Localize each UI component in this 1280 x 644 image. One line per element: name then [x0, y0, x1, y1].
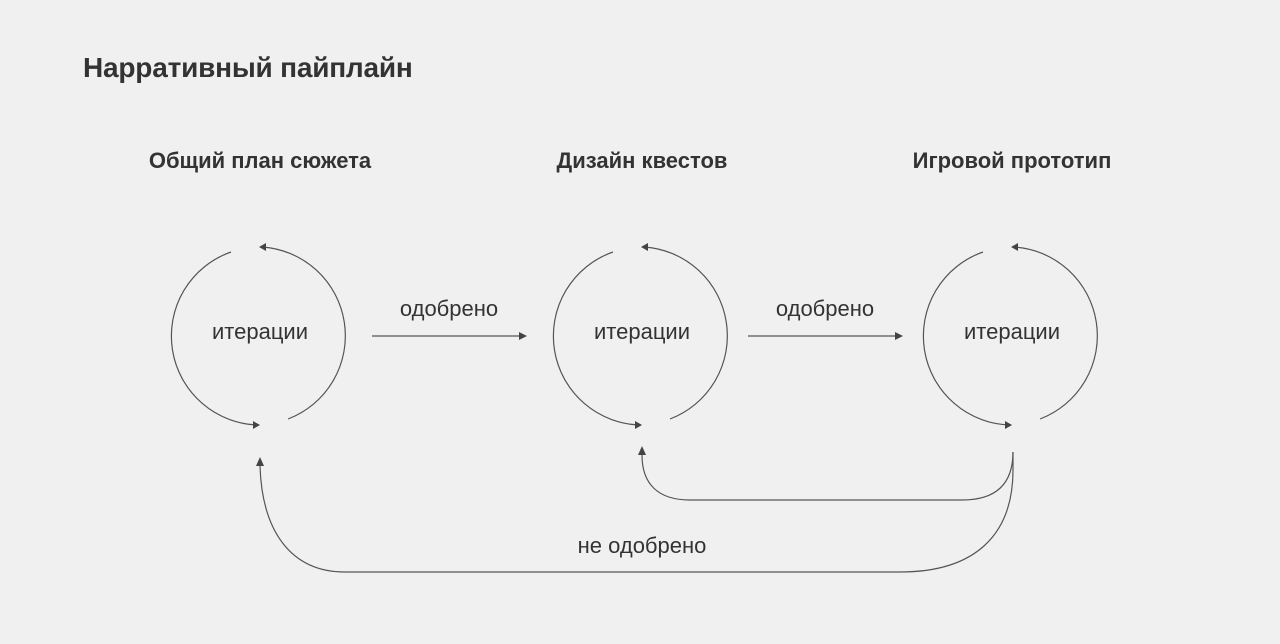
approved-arrow-1	[372, 332, 527, 340]
node-label-iterations-3: итерации	[963, 319, 1061, 344]
cycle-2-left-arc	[552, 251, 642, 426]
cycle-3-right-arc	[1013, 246, 1098, 420]
page-title: Нарративный пайплайн	[83, 52, 413, 83]
cycle-1-top-arrowhead	[259, 243, 266, 251]
cycle-2-right-arc	[643, 246, 728, 420]
cycle-1-bottom-arrowhead	[253, 421, 260, 429]
cycle-2-bottom-arrowhead	[635, 421, 642, 429]
cycle-1-left-arc	[170, 251, 260, 426]
edge-label-approved-2: одобрено	[775, 296, 875, 321]
cycle-2-top-arrowhead	[641, 243, 648, 251]
stage-title-game-prototype: Игровой прототип	[912, 148, 1112, 173]
cycle-3-top-arrowhead	[1011, 243, 1018, 251]
edge-label-approved-1: одобрено	[399, 296, 499, 321]
node-label-iterations-2: итерации	[593, 319, 691, 344]
iteration-cycle-3	[922, 243, 1098, 429]
iteration-cycle-2	[552, 243, 728, 429]
stage-title-quest-design: Дизайн квестов	[556, 148, 728, 173]
cycle-3-left-arc	[922, 251, 1012, 426]
feedback-arrow-to-story-plan	[256, 452, 1014, 573]
stage-title-story-plan: Общий план сюжета	[148, 148, 372, 173]
approved-arrow-2	[748, 332, 903, 340]
cycle-1-right-arc	[261, 246, 346, 420]
edge-label-rejected: не одобрено	[577, 533, 707, 558]
feedback-arrow-to-quest-design	[638, 446, 1014, 501]
cycle-3-bottom-arrowhead	[1005, 421, 1012, 429]
node-label-iterations-1: итерации	[211, 319, 309, 344]
iteration-cycle-1	[170, 243, 346, 429]
